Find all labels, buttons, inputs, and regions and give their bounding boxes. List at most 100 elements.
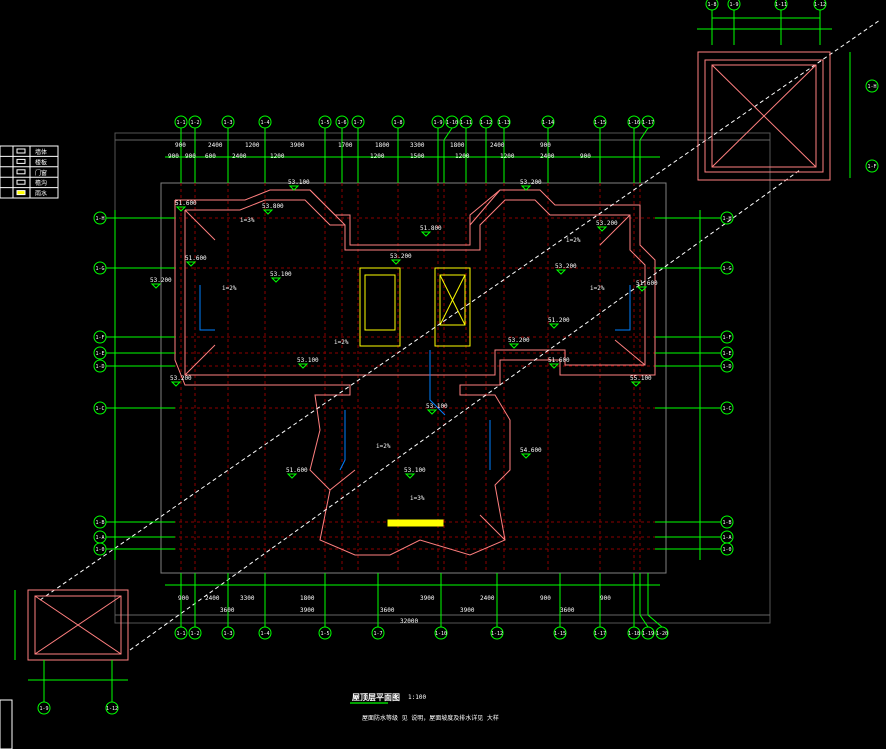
dimension-text: 900 [580, 153, 591, 160]
axis-bubble: 1-A [720, 530, 734, 544]
elevation-label: 53.100 [270, 271, 292, 278]
axis-circle [553, 626, 567, 640]
axis-label: 1-11 [460, 120, 472, 126]
axis-circle [188, 115, 202, 129]
stair-flight [364, 274, 396, 331]
axis-bubble: 1-19 [641, 626, 655, 640]
legend-label: 门窗 [35, 169, 47, 177]
axis-bubble: 1-3 [221, 626, 235, 640]
overall-dimension: 32000 [400, 618, 418, 625]
axis-label: 1-4 [260, 631, 269, 637]
axis-label: 1-A [722, 535, 731, 541]
elevation-marker [520, 453, 532, 459]
slope-label: i=2% [334, 339, 349, 346]
axis-label: 1-E [95, 351, 104, 357]
axis-label: 1-F [722, 335, 731, 341]
axis-label: 1-H [95, 216, 104, 222]
axis-bubble: 1-G [93, 261, 107, 275]
ridge-line [184, 209, 216, 241]
axis-label: 1-3 [223, 120, 232, 126]
ridge-line [309, 189, 346, 226]
drawing-note: 屋面防水等级 见 说明，屋面坡度及排水详见 大样 [362, 714, 499, 722]
axis-circle [720, 359, 734, 373]
axis-circle [720, 346, 734, 360]
elevation-marker [630, 381, 642, 387]
elevation-marker [520, 185, 532, 191]
axis-circle [720, 211, 734, 225]
axis-circle [221, 115, 235, 129]
axis-bubble: 1-1 [174, 626, 188, 640]
axis-label: 1-12 [480, 120, 492, 126]
axis-bubble: 1-12 [479, 115, 493, 129]
slope-label: i=3% [240, 217, 255, 224]
dimension-text: 2400 [205, 595, 220, 602]
axis-bubble: 1-H [93, 211, 107, 225]
axis-label: 1-5 [320, 120, 329, 126]
axis-circle [705, 0, 719, 11]
elevation-label: 53.200 [150, 277, 172, 284]
dimension-text: 3900 [420, 595, 435, 602]
elevation-label: 51.200 [548, 317, 570, 324]
dimension-text: 1200 [500, 153, 515, 160]
axis-circle [93, 261, 107, 275]
axis-bubble: 1-D [720, 359, 734, 373]
axis-circle [459, 115, 473, 129]
slope-label: i=2% [222, 285, 237, 292]
elevation-marker [185, 261, 197, 267]
axis-bubble: 1-E [93, 346, 107, 360]
axis-bubble: 1-5 [318, 626, 332, 640]
axis-bubble: 1-B [93, 515, 107, 529]
axis-circle [93, 211, 107, 225]
axis-bubble: 1-F [93, 330, 107, 344]
legend-symbol [16, 158, 26, 164]
axis-bubble: 1-20 [655, 626, 669, 640]
axis-label: 1-H [722, 216, 731, 222]
axis-bubble: 1-17 [593, 626, 607, 640]
slope-label: i=3% [410, 495, 425, 502]
axis-circle [720, 542, 734, 556]
axis-circle [431, 115, 445, 129]
elevation-marker [175, 206, 187, 212]
axis-bubble: 1-11 [774, 0, 788, 11]
elevator-x [439, 274, 466, 326]
axis-bubble: 1-14 [541, 115, 555, 129]
legend-symbol [16, 148, 26, 154]
axis-circle [593, 626, 607, 640]
detail-roof-outer [27, 589, 129, 661]
dimension-text: 1700 [338, 142, 353, 149]
axis-bubble: 1-15 [593, 115, 607, 129]
elevation-label: 51.600 [286, 467, 308, 474]
axis-circle [93, 542, 107, 556]
dimension-text: 900 [178, 595, 189, 602]
dimension-text: 2400 [480, 595, 495, 602]
axis-circle [37, 701, 51, 715]
reference-grid [114, 132, 771, 624]
axis-circle [318, 115, 332, 129]
detail-roof-inner [704, 59, 824, 173]
dimension-text: 900 [540, 142, 551, 149]
detail-hip [711, 64, 817, 168]
axis-bubble: 1-13 [497, 115, 511, 129]
axis-bubble: 1-E [720, 346, 734, 360]
elevation-marker [596, 226, 608, 232]
elevation-marker [636, 286, 648, 292]
axis-circle [258, 115, 272, 129]
elevation-marker [508, 343, 520, 349]
axis-bubble: 1-15 [553, 626, 567, 640]
roof-outline-outer [174, 189, 656, 556]
dimension-text: 1200 [270, 153, 285, 160]
axis-bubble: 1-3 [221, 115, 235, 129]
ridge-line [469, 189, 501, 226]
elevation-label: 53.200 [596, 220, 618, 227]
axis-bubble: 1-F [720, 330, 734, 344]
axis-bubble: 1-7 [351, 115, 365, 129]
axis-bubble: 1-9 [431, 115, 445, 129]
stair-core-left [359, 267, 401, 347]
legend-frame [0, 145, 59, 199]
axis-circle [720, 401, 734, 415]
roof-outline [39, 19, 881, 651]
axis-circle [727, 0, 741, 11]
axis-bubble: 1-9 [727, 0, 741, 11]
